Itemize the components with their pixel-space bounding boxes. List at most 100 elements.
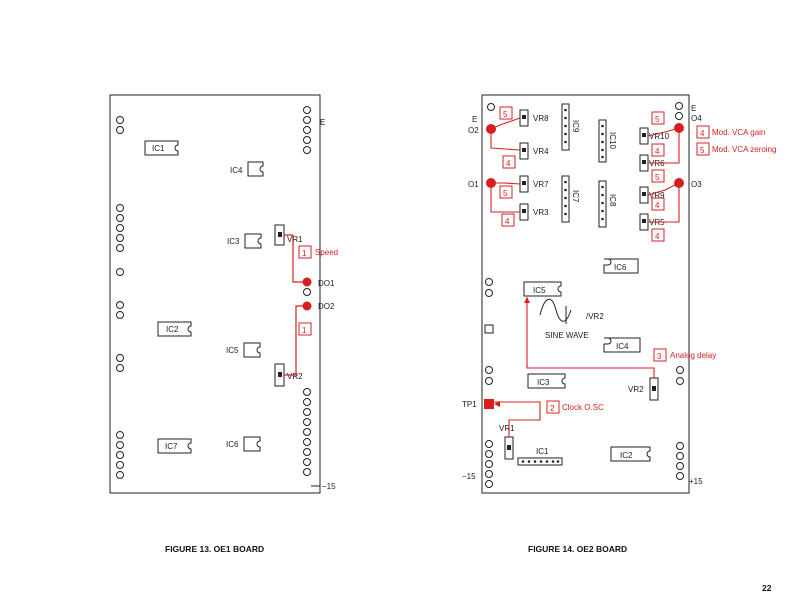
oe1-do1-point [302, 277, 312, 287]
oe2-ic1-body [517, 457, 563, 466]
oe2-badge-vr9-num: 5 [655, 173, 660, 182]
oe2-badge-vr5 [651, 197, 665, 211]
oe1-board: E −15 IC1 IC4 IC3 IC2 IC5 IC7 IC6 VR1 VR… [109, 94, 338, 554]
oe2-vr8-label: VR8 [533, 114, 549, 123]
oe2-ic10-label: IC10 [608, 132, 617, 149]
oe2-vr4-label: VR4 [533, 147, 549, 156]
oe2-ic3-label: IC3 [537, 378, 550, 387]
oe2-badge-vr8-num: 5 [503, 110, 508, 119]
oe2-o4-label: O4 [691, 114, 702, 123]
clock-osc-label: Clock O.SC [562, 403, 604, 412]
oe1-minus15-label: −15 [322, 482, 336, 491]
oe2-vr2-wave-label: /VR2 [586, 312, 604, 321]
oe2-badge-vr6-num: 4 [655, 147, 660, 156]
oe2-ic5-label: IC5 [533, 286, 546, 295]
oe2-vr9-label: VR9 [649, 191, 665, 200]
oe2-badge-vr9 [651, 169, 665, 183]
oe2-badge-vr5-num: 4 [655, 201, 660, 210]
oe1-vr1-label: VR1 [287, 235, 303, 244]
oe2-ic2-label: IC2 [620, 451, 633, 460]
oe2-board: E O2 O1 E O4 O3 −15 +15 TP1 [462, 94, 776, 554]
oe2-badge-vr7 [499, 185, 513, 199]
oe2-ic6-body [603, 258, 639, 274]
figure-13-caption: FIGURE 13. OE1 BOARD [165, 544, 264, 554]
oe2-plus15-label: +15 [689, 477, 703, 486]
oe2-o1-label: O1 [468, 180, 479, 189]
oe2-badge-vr4 [502, 155, 516, 169]
oe1-ic4-label: IC4 [230, 166, 243, 175]
oe2-legend-4-num: 4 [700, 129, 705, 138]
oe1-ic5-label: IC5 [226, 346, 239, 355]
oe2-tp1-label: TP1 [462, 400, 477, 409]
oe2-badge-vr6 [651, 143, 665, 157]
oe2-vr7-label: VR7 [533, 180, 549, 189]
figure-14-caption: FIGURE 14. OE2 BOARD [528, 544, 627, 554]
oe2-badge-vr8 [499, 106, 513, 120]
oe1-speed-badge [298, 245, 312, 259]
oe2-legend-5 [696, 142, 710, 156]
oe1-ic4-body [247, 161, 264, 177]
oe2-legend-5-num: 5 [700, 146, 705, 155]
oe1-ic2-body [157, 321, 192, 337]
oe1-ic6-body [243, 436, 261, 452]
oe2-badge-vr4-num: 4 [506, 159, 511, 168]
oe1-ic7-label: IC7 [165, 442, 178, 451]
oe2-o2-label: O2 [468, 126, 479, 135]
oe2-vr1-label: VR1 [499, 424, 515, 433]
analog-delay-label: Analog delay [670, 351, 716, 360]
oe2-vr3-label: VR3 [533, 208, 549, 217]
oe2-badge-vr5b [651, 228, 665, 242]
oe2-badge-vr3-num: 4 [505, 217, 510, 226]
oe2-badge-clock-num: 2 [550, 404, 555, 413]
oe2-vr10-label: VR10 [649, 132, 670, 141]
oe2-ic3-body [527, 373, 566, 389]
oe2-badge-vr3 [501, 213, 515, 227]
oe1-ic1-label: IC1 [152, 144, 165, 153]
oe2-ic8-label: IC8 [608, 194, 617, 207]
oe2-badge-clock [546, 400, 560, 414]
oe2-ic4-body [603, 337, 641, 353]
oe1-ic3-label: IC3 [227, 237, 240, 246]
oe1-left-pads [116, 116, 124, 479]
oe2-tp1-point [484, 399, 494, 409]
oe1-board-outline [109, 94, 321, 494]
oe1-right-pads [303, 106, 311, 476]
oe1-ic3-body [244, 233, 262, 249]
oe2-ic9-label: IC9 [571, 120, 580, 133]
oe1-ic5-body [243, 342, 261, 358]
oe1-speed-num: 1 [302, 249, 307, 258]
oe2-ic4-label: IC4 [616, 342, 629, 351]
oe2-vr2-label: VR2 [628, 385, 644, 394]
legend-vca-zeroing: Mod. VCA zeroing [712, 145, 776, 154]
oe1-do1-label: DO1 [318, 279, 335, 288]
oe2-legend-4 [696, 125, 710, 139]
oe2-minus15-label: −15 [462, 472, 476, 481]
oe1-vr2-label: VR2 [287, 372, 303, 381]
oe2-badge-vr10 [651, 111, 665, 125]
oe2-board-outline [481, 94, 690, 494]
oe1-do2-label: DO2 [318, 302, 335, 311]
oe1-e-label: E [320, 118, 325, 127]
oe2-o3-label: O3 [691, 180, 702, 189]
oe1-vr2-badge [298, 322, 312, 336]
oe1-ic2-label: IC2 [166, 325, 179, 334]
oe1-ic7-body [157, 438, 192, 454]
page-number: 22 [762, 583, 772, 593]
oe2-ic1-label: IC1 [536, 447, 549, 456]
oe2-badge-vr10-num: 5 [655, 115, 660, 124]
oe2-ic7-label: IC7 [571, 190, 580, 203]
oe2-ic2-body [610, 446, 651, 462]
legend-vca-gain: Mod. VCA gain [712, 128, 765, 137]
oe1-ic6-label: IC6 [226, 440, 239, 449]
oe2-badge-analog-delay [653, 348, 667, 362]
oe2-ic5-body [523, 281, 562, 297]
oe1-do2-point [302, 301, 312, 311]
oe1-vr2-num: 1 [302, 326, 307, 335]
oe2-badge-vr7-num: 5 [503, 189, 508, 198]
oe2-sine-wave-label: SINE WAVE [545, 331, 589, 340]
oe2-badge-analog-num: 3 [657, 352, 662, 361]
oe2-badge-vr5b-num: 4 [655, 232, 660, 241]
oe2-e-right-label: E [691, 104, 696, 113]
oe1-speed-label: Speed [315, 248, 338, 257]
